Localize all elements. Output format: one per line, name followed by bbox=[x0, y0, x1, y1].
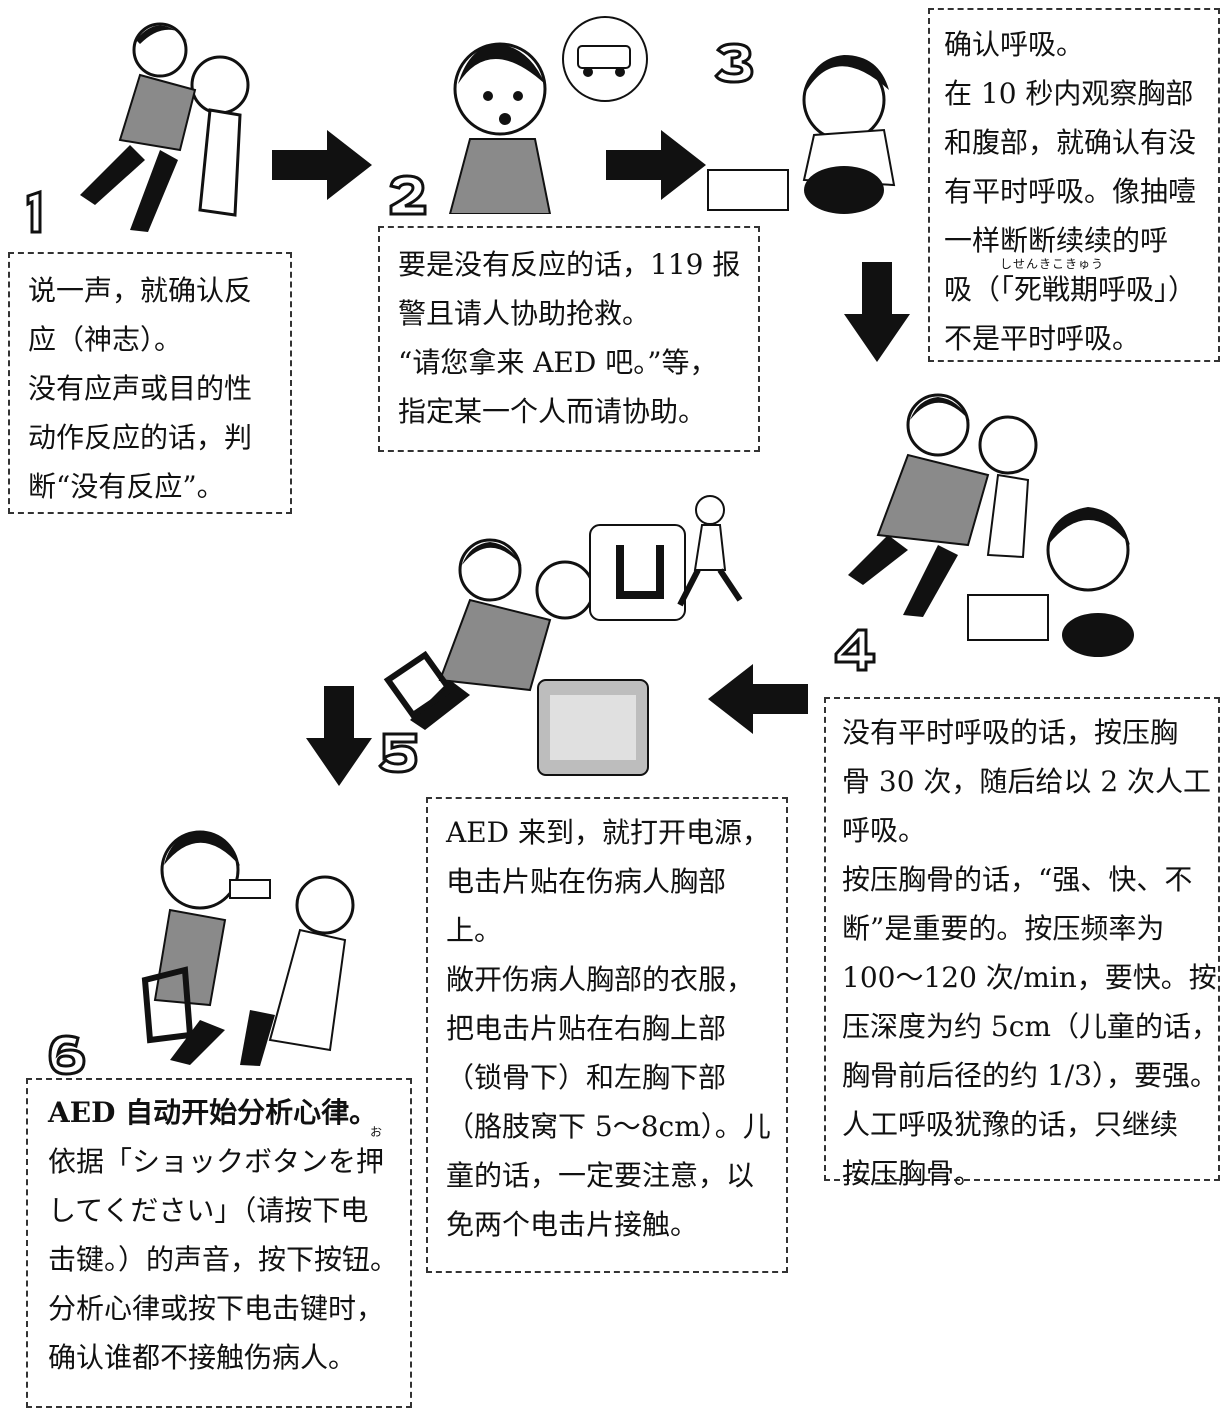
step3-line: 确认呼吸。 bbox=[944, 28, 1085, 61]
step3-line: 一样断断续续的呼 bbox=[944, 224, 1169, 257]
step3-line: 不是平时呼吸。 bbox=[944, 322, 1141, 355]
step5-line: 童的话，一定要注意，以 bbox=[446, 1159, 755, 1192]
step5-line: 把电击片贴在右胸上部 bbox=[446, 1012, 727, 1045]
step3-ruby: しせんきこきゅう bbox=[1000, 257, 1105, 271]
arrow-down-2-icon bbox=[306, 686, 372, 786]
step4-line: 按压胸骨的话，“强、快、不 bbox=[842, 863, 1193, 896]
step3-line: 吸（「死戦期呼吸」） bbox=[944, 273, 1197, 306]
step1-note-box bbox=[8, 252, 292, 514]
step4-line: 呼吸。 bbox=[842, 814, 927, 847]
step6-text: AED 自动开始分析心律。 依据「ショックボタンを押 してください」（请按下电 … bbox=[48, 1088, 408, 1382]
step3-line: 在 10 秒内观察胸部 bbox=[944, 77, 1194, 110]
step4-line: 断”是重要的。按压频率为 bbox=[842, 912, 1165, 945]
step-number-4 bbox=[834, 628, 876, 672]
step6-line: 依据「ショックボタンを押 bbox=[48, 1145, 385, 1178]
step1-line: 动作反应的话，判 bbox=[28, 421, 253, 454]
step6-illustration bbox=[141, 830, 355, 1066]
step2-line: 要是没有反应的话，119 报 bbox=[398, 248, 741, 281]
step-number-1 bbox=[26, 189, 42, 234]
step5-note-box bbox=[426, 797, 788, 1273]
step6-line: 确认谁都不接触伤病人。 bbox=[48, 1341, 357, 1374]
step-number-6 bbox=[48, 1034, 86, 1076]
step4-line: 按压胸骨。 bbox=[842, 1157, 983, 1190]
step2-illustration bbox=[448, 16, 648, 214]
step-number-2 bbox=[389, 174, 427, 216]
step5-line: 电击片贴在伤病人胸部 bbox=[446, 865, 727, 898]
step4-line: 胸骨前后径的约 1/3），要强。 bbox=[842, 1059, 1218, 1092]
arrow-right-2-icon bbox=[606, 130, 706, 200]
step3-note-box bbox=[928, 8, 1220, 362]
step2-text: 要是没有反应的话，119 报 警且请人协助抢救。 “请您拿来 AED 吧。”等，… bbox=[398, 240, 754, 436]
step5-illustration bbox=[383, 495, 743, 776]
step3-illustration bbox=[707, 55, 896, 214]
step5-line: 上。 bbox=[446, 914, 503, 947]
step4-note-box bbox=[824, 697, 1220, 1181]
step5-text: AED 来到，就打开电源， 电击片贴在伤病人胸部 上。 敞开伤病人胸部的衣服， … bbox=[446, 808, 782, 1249]
step-number-3 bbox=[714, 42, 754, 84]
step2-note-box bbox=[378, 226, 760, 452]
step6-line: AED 自动开始分析心律。 bbox=[48, 1096, 378, 1129]
step1-line: 应（神志）。 bbox=[28, 323, 183, 356]
step1-line: 断“没有反应”。 bbox=[28, 470, 225, 503]
arrow-right-1-icon bbox=[272, 130, 372, 200]
step5-line: 免两个电击片接触。 bbox=[446, 1208, 699, 1241]
step1-text: 说一声，就确认反 应（神志）。 没有应声或目的性 动作反应的话，判 断“没有反应… bbox=[28, 266, 288, 511]
step2-line: 指定某一个人而请协助。 bbox=[398, 395, 707, 428]
step2-line: “请您拿来 AED 吧。”等， bbox=[398, 346, 718, 379]
step5-line: 敞开伤病人胸部的衣服， bbox=[446, 963, 755, 996]
step1-line: 没有应声或目的性 bbox=[28, 372, 253, 405]
step5-line: （胳肢窝下 5～8cm）。儿 bbox=[446, 1110, 771, 1143]
step5-line: AED 来到，就打开电源， bbox=[446, 816, 771, 849]
step1-line: 说一声，就确认反 bbox=[28, 274, 253, 307]
step3-text: 确认呼吸。 在 10 秒内观察胸部 和腹部，就确认有没 有平时呼吸。像抽噎 一样… bbox=[944, 20, 1216, 363]
step4-text: 没有平时呼吸的话，按压胸 骨 30 次，随后给以 2 次人工 呼吸。 按压胸骨的… bbox=[842, 708, 1219, 1198]
step5-line: （锁骨下）和左胸下部 bbox=[446, 1061, 727, 1094]
step4-line: 骨 30 次，随后给以 2 次人工 bbox=[842, 765, 1212, 798]
step4-line: 100～120 次/min，要快。按 bbox=[842, 961, 1217, 994]
step6-line: 击键。）的声音，按下按钮。 bbox=[48, 1243, 399, 1276]
step4-line: 没有平时呼吸的话，按压胸 bbox=[842, 716, 1179, 749]
step4-line: 人工呼吸犹豫的话，只继续 bbox=[842, 1108, 1179, 1141]
arrow-down-1-icon bbox=[844, 262, 910, 362]
step6-line: 分析心律或按下电击键时， bbox=[48, 1292, 385, 1325]
step4-line: 压深度为约 5cm（儿童的话， bbox=[842, 1010, 1219, 1043]
step2-line: 警且请人协助抢救。 bbox=[398, 297, 651, 330]
step1-illustration bbox=[80, 22, 250, 232]
step6-ruby: お bbox=[370, 1125, 383, 1139]
arrow-left-icon bbox=[708, 664, 808, 734]
step6-line: してください」（请按下电 bbox=[48, 1194, 369, 1227]
step-number-5 bbox=[378, 732, 418, 774]
step4-illustration bbox=[848, 393, 1134, 657]
step3-line: 和腹部，就确认有没 bbox=[944, 126, 1197, 159]
step3-line: 有平时呼吸。像抽噎 bbox=[944, 175, 1197, 208]
